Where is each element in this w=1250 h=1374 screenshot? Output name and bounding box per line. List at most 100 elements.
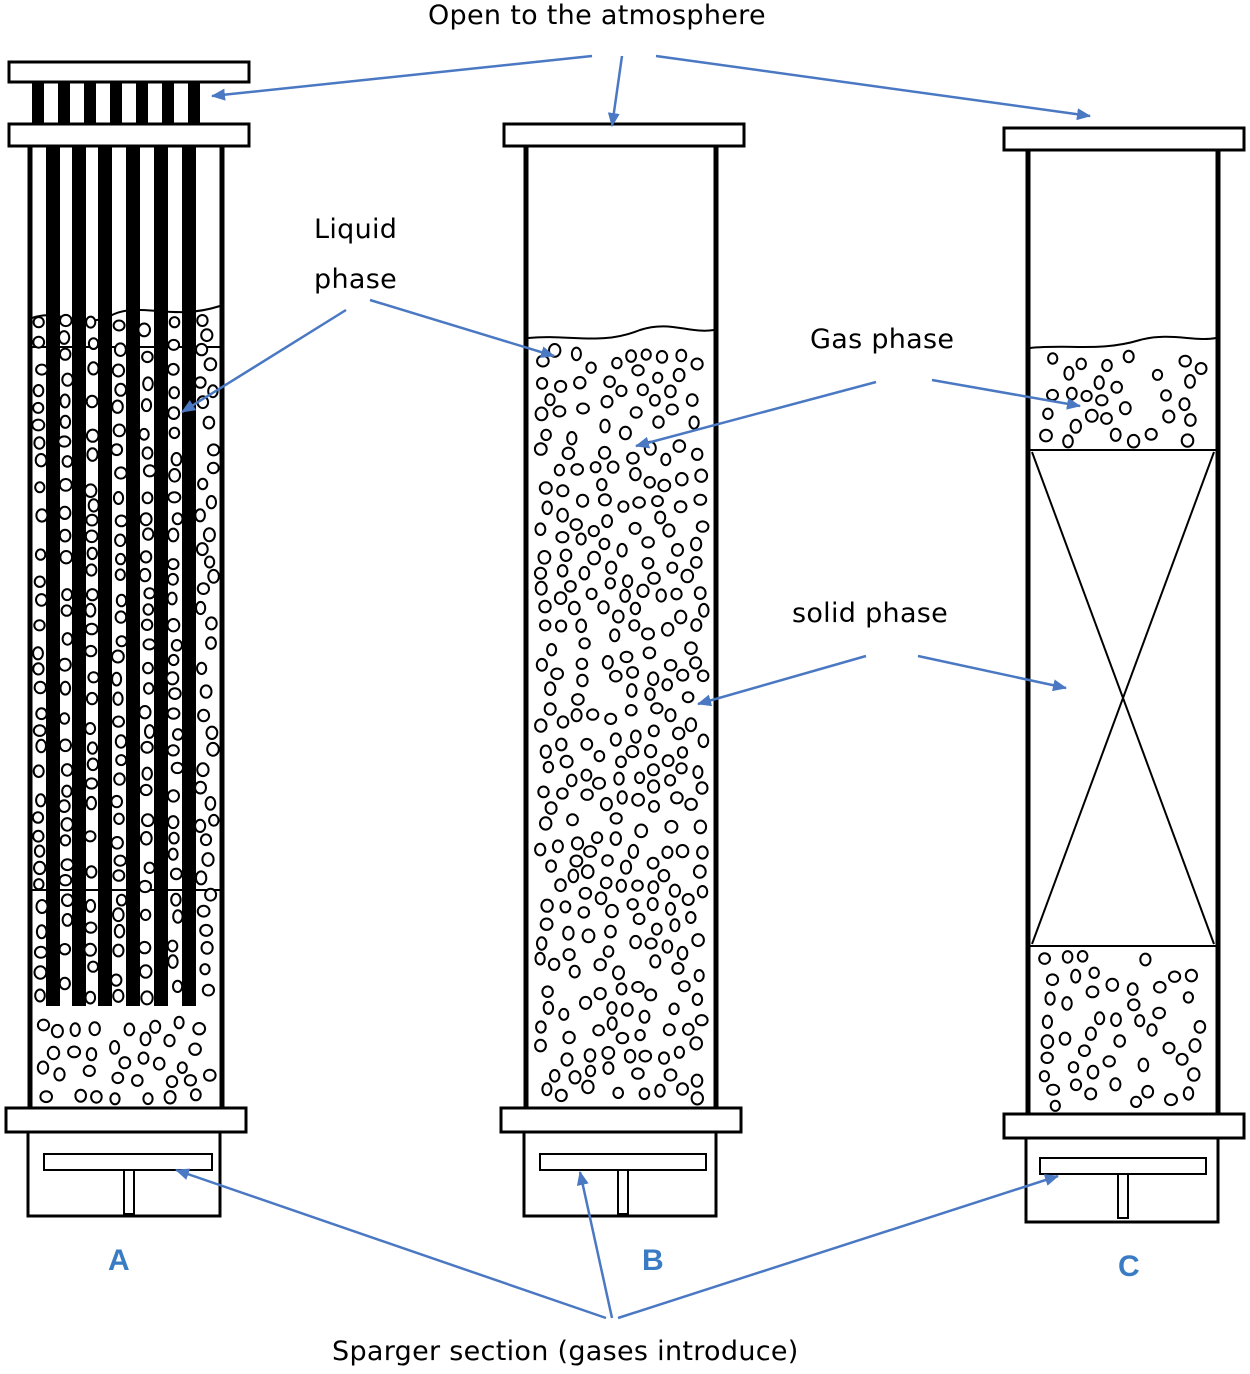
gas-bubble [1184, 413, 1197, 427]
gas-bubble [59, 834, 72, 847]
gas-bubble [698, 602, 710, 618]
gas-bubble [562, 948, 576, 962]
gas-bubble [204, 887, 218, 902]
gas-bubble [84, 722, 97, 735]
gas-bubble [208, 813, 220, 827]
gas-bubble [577, 906, 591, 919]
gas-bubble [695, 520, 710, 533]
gas-bubble [689, 1036, 704, 1051]
gas-bubble [634, 1029, 646, 1042]
gas-bubble [632, 912, 646, 926]
gas-bubble [603, 375, 616, 389]
gas-bubble [692, 765, 704, 780]
gas-bubble [34, 548, 47, 561]
gas-bubble [1049, 1099, 1061, 1112]
gas-bubble [612, 965, 625, 981]
gas-bubble [556, 564, 569, 578]
gas-bubble [1146, 1023, 1158, 1037]
gas-bubble [1162, 409, 1176, 424]
column-c-packing-cross-2 [1031, 451, 1215, 945]
column-a [4, 60, 251, 1218]
gas-bubble [114, 382, 128, 397]
gas-bubble [67, 1045, 82, 1059]
gas-bubble [576, 673, 589, 688]
gas-bubble [665, 901, 676, 916]
gas-bubble [638, 1049, 653, 1063]
gas-bubble [1084, 408, 1099, 423]
gas-bubble [626, 683, 638, 698]
gas-bubble [61, 372, 74, 387]
gas-bubble [115, 635, 128, 648]
gas-bubble [609, 732, 622, 747]
gas-bubble [1126, 982, 1139, 996]
gas-bubble [166, 572, 179, 586]
gas-bubble [113, 854, 127, 867]
gas-bubble [1069, 1078, 1083, 1092]
gas-bubble [138, 705, 152, 720]
gas-bubble [615, 755, 627, 769]
gas-bubble [59, 414, 72, 429]
gas-bubble [539, 816, 553, 831]
gas-bubble [206, 741, 220, 757]
gas-bubble [676, 668, 690, 682]
gas-bubble [33, 844, 46, 858]
gas-bubble [58, 528, 72, 543]
gas-bubble [625, 349, 637, 363]
gas-bubble [111, 649, 125, 664]
column-b-sparger-plate [539, 1153, 707, 1171]
gas-bubble [166, 591, 178, 606]
arrow-gas-b [635, 380, 877, 449]
gas-bubble [533, 566, 548, 580]
gas-bubble [697, 733, 710, 749]
gas-bubble [541, 500, 553, 516]
gas-bubble [139, 1031, 152, 1047]
gas-bubble [53, 1067, 66, 1082]
gas-bubble [152, 1056, 166, 1071]
gas-bubble [87, 498, 100, 513]
gas-bubble [166, 744, 180, 757]
gas-bubble [137, 940, 152, 955]
column-a-top-cap [7, 60, 251, 84]
gas-bubble [575, 618, 588, 634]
gas-bubble [110, 973, 123, 987]
gas-bubble [58, 330, 71, 345]
gas-bubble [575, 657, 589, 671]
gas-bubble [646, 897, 659, 912]
gas-bubble [84, 602, 97, 618]
arrow-liquid-b [369, 298, 555, 358]
gas-bubble [534, 1038, 547, 1053]
gas-bubble [35, 593, 48, 607]
gas-bubble [641, 536, 655, 549]
gas-bubble [579, 995, 593, 1010]
gas-bubble [597, 493, 612, 507]
gas-bubble [1077, 1044, 1091, 1057]
gas-bubble [110, 794, 123, 809]
gas-bubble [206, 461, 220, 475]
gas-bubble [1046, 388, 1059, 402]
gas-bubble [58, 976, 71, 991]
gas-bubble [567, 600, 581, 616]
gas-bubble [641, 627, 655, 641]
gas-bubble [1141, 1084, 1155, 1099]
gas-bubble [36, 1060, 50, 1075]
gas-bubble [139, 908, 152, 922]
gas-bubble [676, 746, 689, 759]
gas-bubble [551, 839, 564, 854]
gas-bubble [556, 484, 570, 498]
gas-bubble [536, 354, 550, 368]
gas-bubble [1085, 985, 1100, 999]
gas-bubble [112, 869, 126, 882]
gas-bubble [535, 657, 549, 672]
gas-bubble [141, 491, 154, 505]
gas-bubble [605, 560, 618, 575]
gas-bubble [1080, 389, 1093, 403]
gas-bubble [112, 907, 125, 923]
gas-bubble [60, 604, 73, 617]
gas-bubble [141, 766, 153, 781]
gas-bubble [58, 738, 73, 753]
gas-bubble [646, 763, 660, 777]
gas-bubble [112, 988, 125, 1003]
gas-bubble [690, 618, 703, 632]
gas-bubble [623, 1048, 637, 1064]
gas-bubble [584, 1064, 597, 1078]
